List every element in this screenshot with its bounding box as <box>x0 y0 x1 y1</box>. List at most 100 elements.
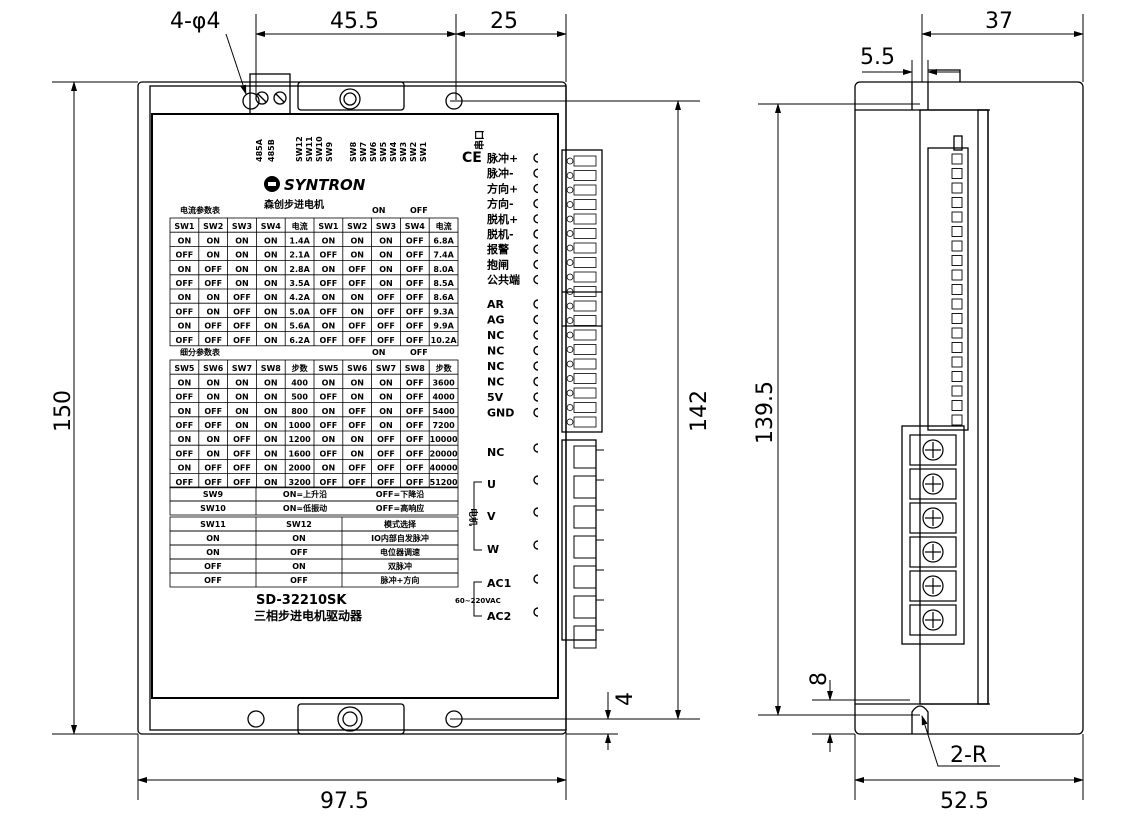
table-cell: ON <box>322 464 336 473</box>
table-cell: ON <box>235 421 249 430</box>
table-cell: 8.5A <box>433 279 454 288</box>
table-cell: 9.3A <box>433 307 454 316</box>
table-header: 模式选择 <box>384 519 417 529</box>
table-cell: OFF <box>406 293 424 302</box>
connector-pin-dot <box>566 186 574 194</box>
side-connector-pins <box>951 153 963 426</box>
table-cell: OFF <box>233 478 251 487</box>
table-cell: ON <box>206 449 220 458</box>
table-cell: OFF <box>233 464 251 473</box>
table-header: SW1 <box>174 222 195 231</box>
ce-mark: CE <box>462 150 482 166</box>
table-cell: OFF <box>406 449 424 458</box>
table-cell: OFF <box>320 393 338 402</box>
side-screw <box>922 473 944 495</box>
table-cell: OFF <box>320 279 338 288</box>
dim-8: 8 <box>807 672 832 686</box>
signal-label: 报警 <box>487 242 509 256</box>
table-cell: ON <box>379 378 393 387</box>
table-cell: ON <box>264 464 278 473</box>
connector-pin-dot <box>566 346 574 353</box>
table-header: SW7 <box>232 364 252 373</box>
side-pin <box>951 371 963 382</box>
terminal-symbol <box>533 574 539 584</box>
table-cell: ON <box>235 393 249 402</box>
table-cell: ON <box>264 336 278 345</box>
table-cell: ON <box>292 534 306 543</box>
dim-142: 142 <box>687 390 712 432</box>
table-cell: OFF <box>204 407 222 416</box>
table-cell: 1600 <box>288 449 311 458</box>
table-cell: OFF <box>320 421 338 430</box>
table-cell: ON=低振动 <box>283 503 327 513</box>
connector-pin <box>573 242 597 254</box>
model-number: SD-32210SK <box>256 593 347 608</box>
table-cell: ON <box>178 322 192 331</box>
dim-2-r: 2-R <box>950 743 987 768</box>
power-ac1-label: AC1 <box>487 577 511 590</box>
table-cell: 1.4A <box>289 236 310 245</box>
table-cell: ON <box>264 322 278 331</box>
table-cell: ON <box>235 265 249 274</box>
terminal-symbol <box>533 259 539 270</box>
top-switch-label: 485A <box>255 138 264 162</box>
table-cell: OFF <box>320 251 338 260</box>
table-cell: 51200 <box>430 478 458 487</box>
side-screw-cell <box>909 604 957 636</box>
dim-45-5: 45.5 <box>330 9 379 34</box>
table-cell: OFF <box>348 407 366 416</box>
table-cell: OFF <box>204 421 222 430</box>
table-header: SW6 <box>347 364 368 373</box>
table-cell: ON <box>350 251 364 260</box>
table-cell: ON <box>264 421 278 430</box>
connector-pins <box>566 155 597 428</box>
table-cell: OFF <box>176 336 194 345</box>
top-bracket <box>297 81 405 111</box>
power-slot <box>573 475 597 499</box>
table-cell: ON <box>350 435 364 444</box>
side-pin <box>951 356 963 368</box>
table-header: 步数 <box>292 363 309 373</box>
power-motor-label: 电机 <box>467 508 479 526</box>
label-panel <box>151 113 559 699</box>
table-cell: OFF <box>377 478 395 487</box>
table-cell: OFF <box>377 336 395 345</box>
table-cell: ON <box>235 279 249 288</box>
power-terminal-slots <box>573 445 604 649</box>
table-header: SW5 <box>174 364 195 373</box>
microstep-table-title: 细分参数表 <box>180 347 221 357</box>
power-voltage-label: 60~220VAC <box>455 597 501 605</box>
table-cell: 10.2A <box>431 336 458 345</box>
connector-pin <box>573 300 597 312</box>
connector-pin-dot <box>566 259 574 266</box>
table-cell: 800 <box>291 407 308 416</box>
table-cell: 500 <box>291 393 308 402</box>
table-cell: OFF <box>377 293 395 302</box>
table-cell: 1000 <box>288 421 311 430</box>
table-cell: OFF <box>406 336 424 345</box>
table-cell: OFF <box>406 464 424 473</box>
connector-pin <box>573 199 597 210</box>
table-cell: 双脉冲 <box>388 561 412 571</box>
side-screw <box>922 541 944 563</box>
table-cell: ON <box>379 393 393 402</box>
terminal-symbol <box>533 376 539 387</box>
dim-52-5: 52.5 <box>940 789 989 814</box>
side-power-terminal <box>901 425 965 645</box>
table-cell: ON <box>178 435 192 444</box>
side-view <box>854 69 1084 735</box>
terminal-symbol <box>533 361 539 371</box>
top-switch-label: SW8 <box>349 141 358 162</box>
table-cell: ON <box>322 265 336 274</box>
table-cell: ON <box>206 534 220 543</box>
table-cell: ON <box>206 251 220 260</box>
side-pin <box>951 182 963 194</box>
table-cell: 3.5A <box>289 279 310 288</box>
table-cell: ON <box>322 407 336 416</box>
table-cell: ON <box>206 548 220 557</box>
model-description: 三相步进电机驱动器 <box>254 608 363 623</box>
bottom-notch <box>911 705 929 734</box>
dim-150: 150 <box>51 390 76 432</box>
table-cell: 2000 <box>288 464 311 473</box>
